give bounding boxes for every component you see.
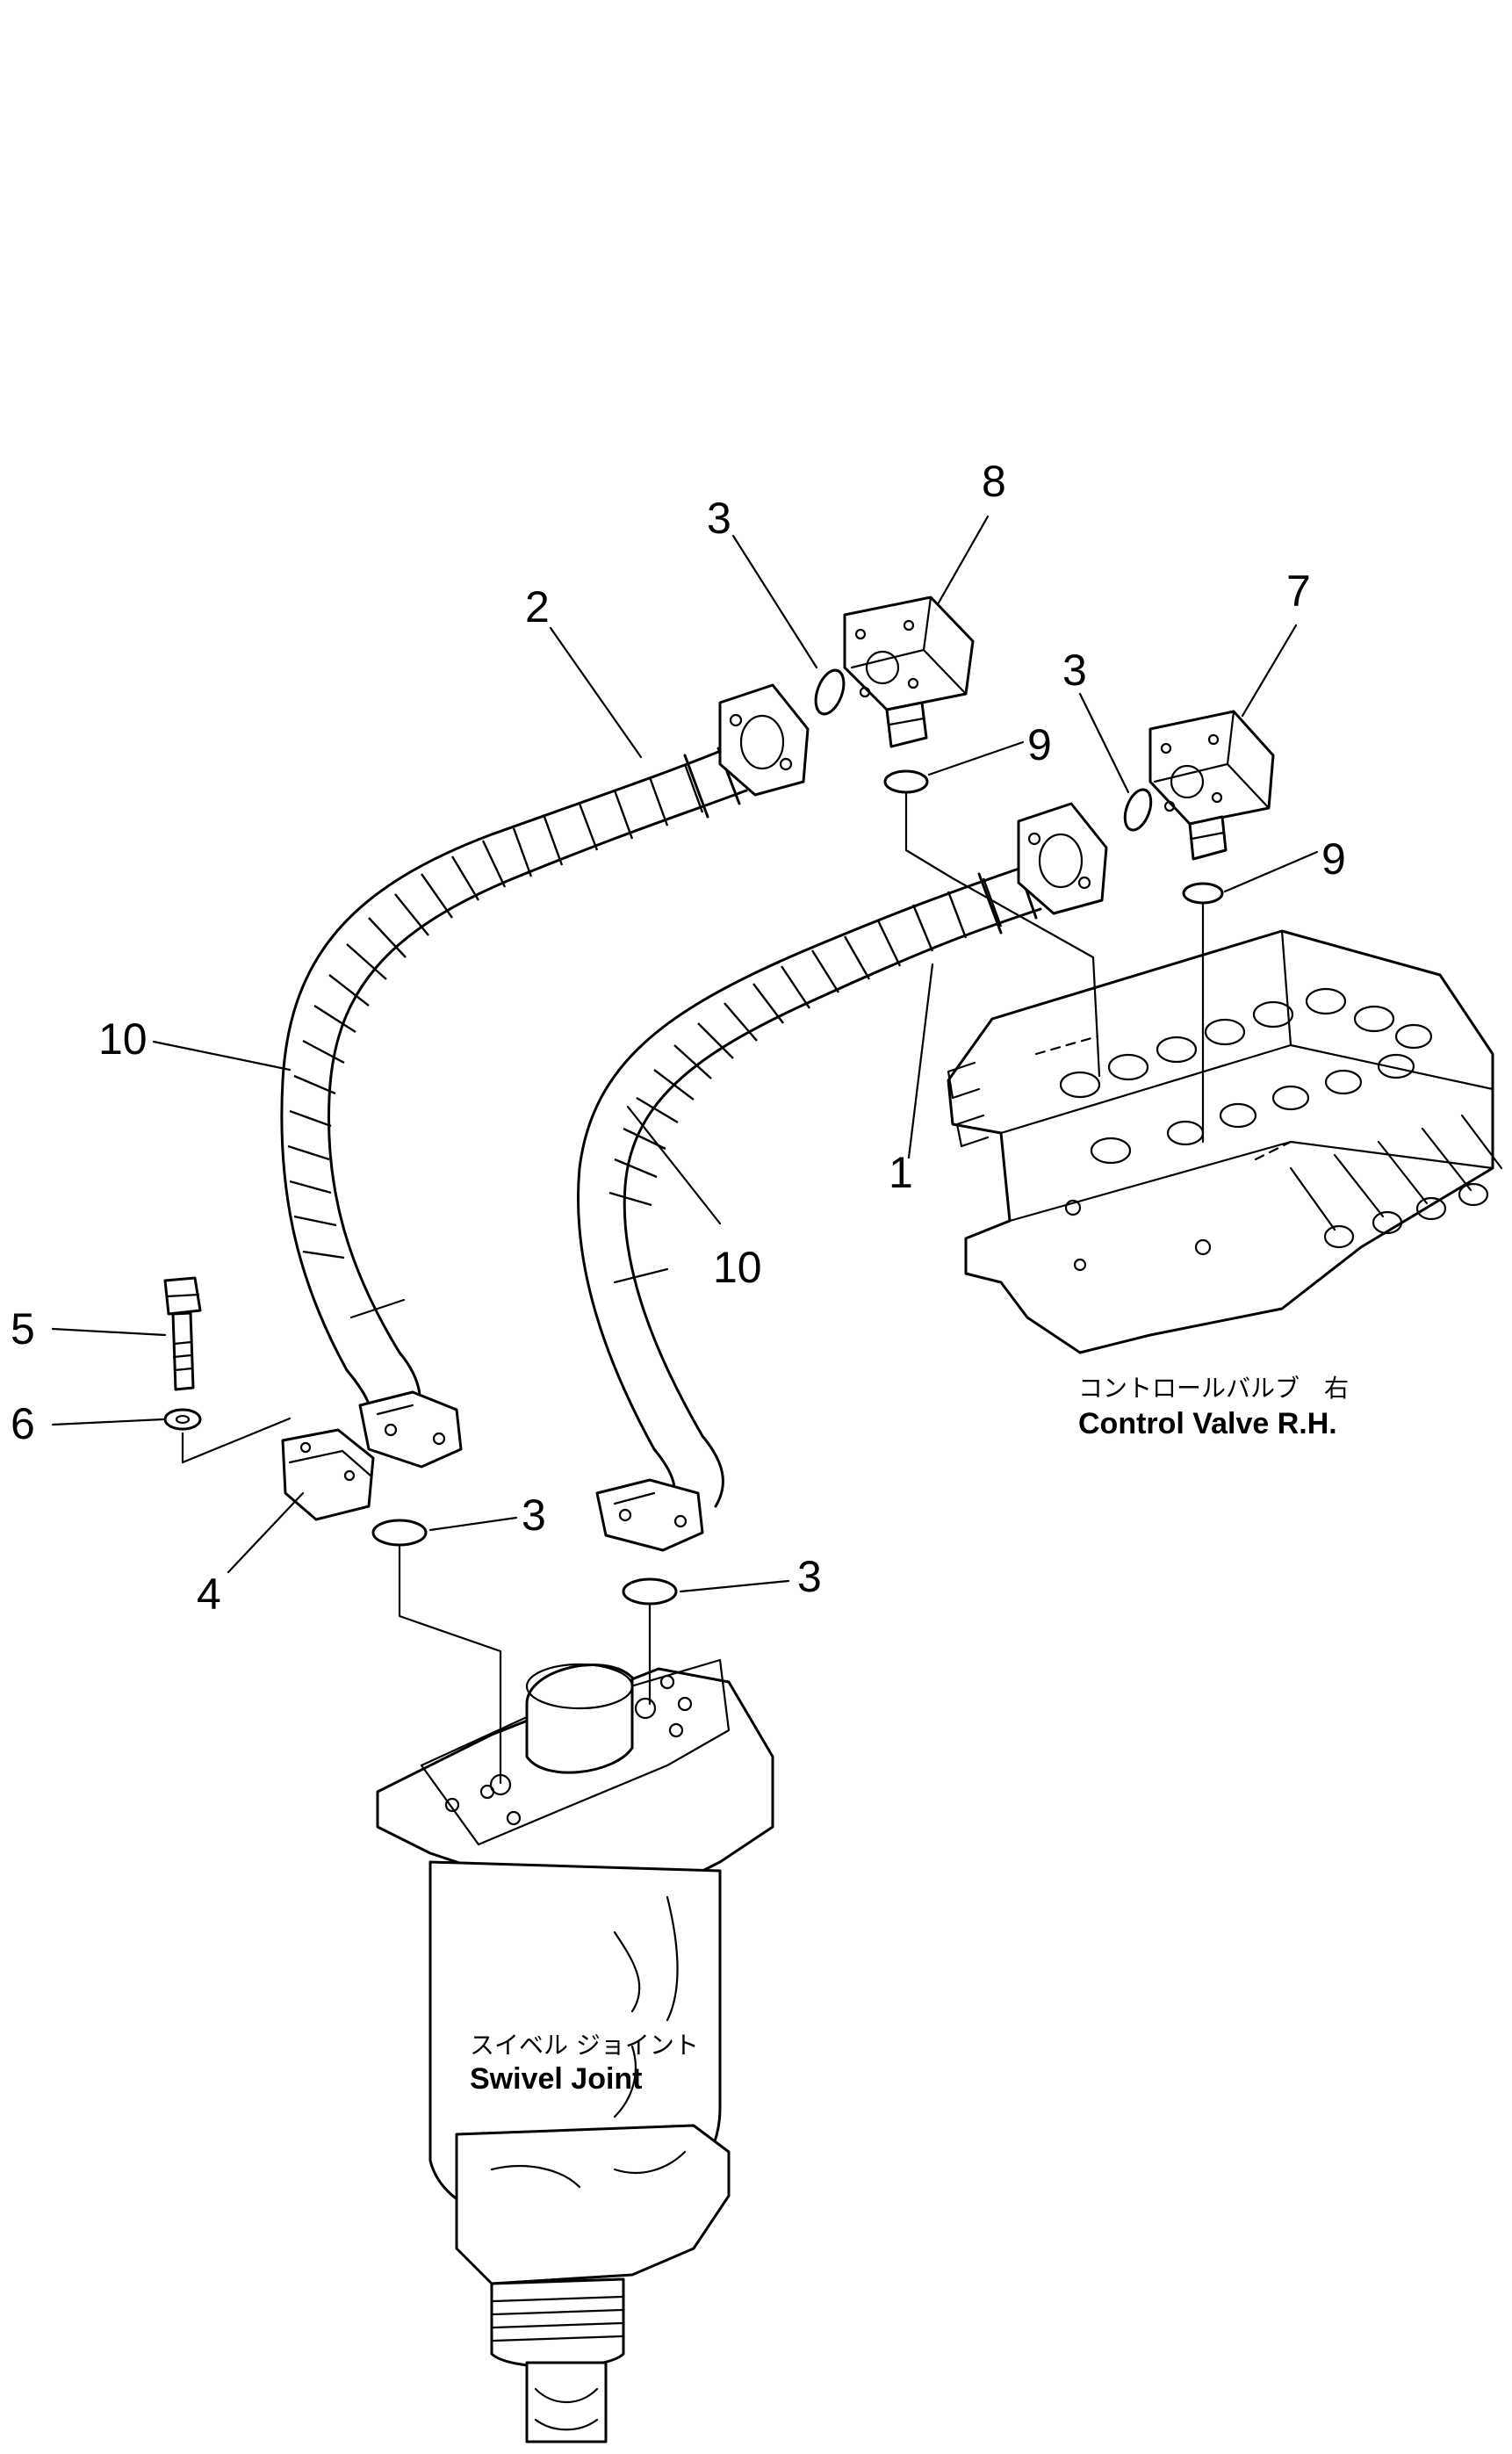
callout-3-right: 3	[1062, 646, 1087, 695]
callout-10-left: 10	[98, 1014, 148, 1064]
callout-numbers: 8 3 2 7 3 9 9 1 10 10 5 6 4 3 3	[11, 457, 1346, 1619]
hose-2	[280, 683, 810, 1469]
callout-2: 2	[525, 582, 550, 632]
hose-1	[576, 802, 1108, 1552]
callout-9-top: 9	[1027, 720, 1052, 769]
bolt-5	[163, 1276, 202, 1391]
callout-3-lower-right: 3	[797, 1552, 822, 1601]
guide-lines	[181, 792, 1205, 1785]
control-valve-rh	[947, 929, 1503, 1354]
callout-3-lower-left: 3	[522, 1490, 546, 1540]
callout-5: 5	[11, 1304, 35, 1353]
callout-6: 6	[11, 1399, 35, 1448]
elbow-fitting-8	[843, 595, 975, 748]
split-flange-half-4	[281, 1428, 375, 1521]
callout-3-top: 3	[707, 494, 731, 543]
callout-4: 4	[197, 1570, 221, 1619]
swivel-joint-label-en: Swivel Joint	[470, 2062, 643, 2096]
callout-9-right: 9	[1321, 834, 1346, 884]
callout-7: 7	[1286, 567, 1311, 616]
leader-lines	[51, 515, 1319, 1593]
swivel-joint-label-jp: スイベル ジョイント	[470, 2031, 699, 2060]
o-ring-3-lower-right	[622, 1577, 678, 1606]
callout-10-right: 10	[713, 1243, 762, 1292]
o-ring-3-top	[814, 668, 846, 716]
o-ring-9-left	[883, 769, 929, 794]
o-ring-9-right	[1182, 882, 1224, 905]
control-valve-label-en: Control Valve R.H.	[1078, 1407, 1337, 1440]
washer-6	[163, 1408, 202, 1431]
o-ring-3-lower-left	[371, 1519, 428, 1547]
swivel-joint	[376, 1658, 774, 2443]
o-ring-3-right	[1123, 788, 1153, 832]
callout-1: 1	[889, 1148, 913, 1197]
component-labels: コントロールバルブ 右 Control Valve R.H. スイベル ジョイン…	[470, 1374, 1349, 2096]
elbow-fitting-7	[1148, 710, 1275, 861]
control-valve-label-jp: コントロールバルブ 右	[1078, 1374, 1349, 1403]
callout-8: 8	[982, 457, 1006, 506]
